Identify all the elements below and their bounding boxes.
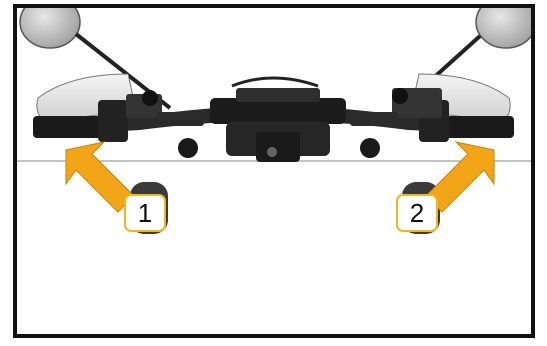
callout-2: 2 [396, 194, 438, 232]
callout-2-label: 2 [409, 197, 425, 228]
left-grip [33, 116, 101, 138]
fork-legs [130, 182, 440, 234]
left-handlebar-controls [98, 90, 204, 142]
callout-1: 1 [124, 194, 166, 232]
callout-1-label: 1 [137, 197, 153, 228]
right-grip [446, 116, 514, 138]
center-clamp-and-display [178, 76, 380, 162]
right-handlebar-controls [350, 88, 449, 142]
